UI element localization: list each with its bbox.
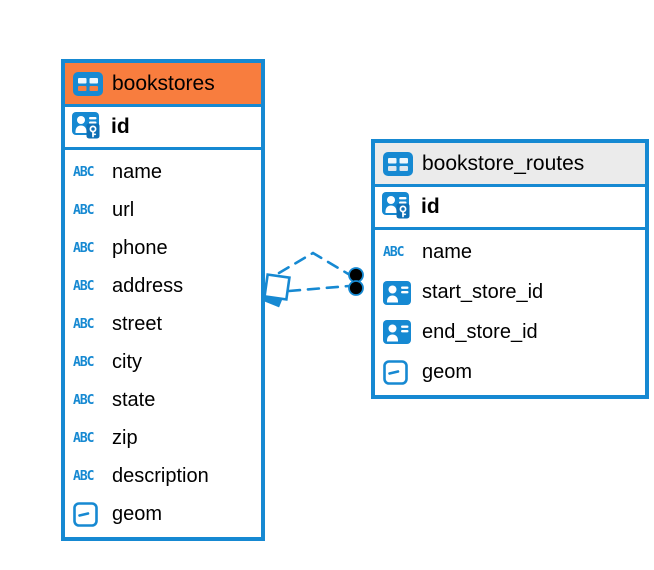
table-header[interactable]: bookstore_routes: [375, 143, 645, 187]
column-list: ABC name ABC url ABC phone ABC address A…: [65, 150, 261, 537]
primary-key-name: id: [111, 115, 130, 138]
primary-key-icon: [72, 112, 102, 142]
text-icon: ABC: [383, 245, 404, 261]
text-icon: ABC: [73, 164, 94, 180]
column-name: zip: [112, 427, 138, 450]
text-icon: ABC: [73, 469, 94, 485]
column-name: geom: [422, 360, 473, 383]
column-row-city[interactable]: ABC city: [65, 343, 261, 381]
column-row-street[interactable]: ABC street: [65, 305, 261, 343]
table-icon: [383, 151, 413, 176]
column-row-geom[interactable]: geom: [65, 496, 261, 534]
column-name: url: [112, 198, 135, 221]
text-icon: ABC: [73, 393, 94, 409]
primary-key-name: id: [421, 195, 440, 218]
column-name: geom: [112, 503, 163, 526]
text-icon: ABC: [73, 240, 94, 256]
column-name: name: [112, 160, 163, 183]
primary-key-icon: [382, 192, 412, 222]
relationship-line-top[interactable]: [277, 251, 352, 277]
table-name: bookstores: [112, 71, 215, 95]
geometry-icon: [73, 502, 103, 528]
text-icon: ABC: [73, 355, 94, 371]
column-row-phone[interactable]: ABC phone: [65, 229, 261, 267]
relationship-endpoint-dot-top[interactable]: [348, 267, 364, 283]
reference-icon: [383, 320, 413, 345]
column-row-geom[interactable]: geom: [375, 352, 645, 392]
column-row-zip[interactable]: ABC zip: [65, 420, 261, 458]
primary-key-row[interactable]: id: [65, 107, 261, 150]
column-row-description[interactable]: ABC description: [65, 458, 261, 496]
relationship-endpoint-dot-bottom[interactable]: [348, 280, 364, 296]
column-name: street: [112, 312, 163, 335]
table-header[interactable]: bookstores: [65, 63, 261, 107]
column-name: city: [112, 351, 142, 374]
column-row-end-store-id[interactable]: end_store_id: [375, 313, 645, 353]
column-name: phone: [112, 236, 168, 259]
entity-table-bookstore-routes[interactable]: bookstore_routes id ABC: [371, 139, 649, 399]
column-list: ABC name start_store_id: [375, 230, 645, 395]
primary-key-row[interactable]: id: [375, 187, 645, 230]
text-icon: ABC: [73, 316, 94, 332]
column-row-address[interactable]: ABC address: [65, 267, 261, 305]
column-name: start_store_id: [422, 281, 544, 304]
geometry-icon: [383, 359, 413, 385]
table-name: bookstore_routes: [422, 151, 585, 175]
text-icon: ABC: [73, 431, 94, 447]
text-icon: ABC: [73, 202, 94, 218]
column-row-state[interactable]: ABC state: [65, 382, 261, 420]
relationship-line-bottom[interactable]: [287, 284, 351, 293]
column-row-name[interactable]: ABC name: [375, 233, 645, 273]
text-icon: ABC: [73, 278, 94, 294]
column-row-url[interactable]: ABC url: [65, 191, 261, 229]
column-row-name[interactable]: ABC name: [65, 153, 261, 191]
column-name: end_store_id: [422, 320, 538, 343]
column-row-start-store-id[interactable]: start_store_id: [375, 273, 645, 313]
column-name: name: [422, 241, 473, 264]
column-name: state: [112, 389, 156, 412]
column-name: description: [112, 465, 209, 488]
reference-icon: [383, 280, 413, 305]
column-name: address: [112, 274, 184, 297]
table-icon: [73, 71, 103, 96]
entity-table-bookstores[interactable]: bookstores id ABC: [61, 59, 265, 541]
